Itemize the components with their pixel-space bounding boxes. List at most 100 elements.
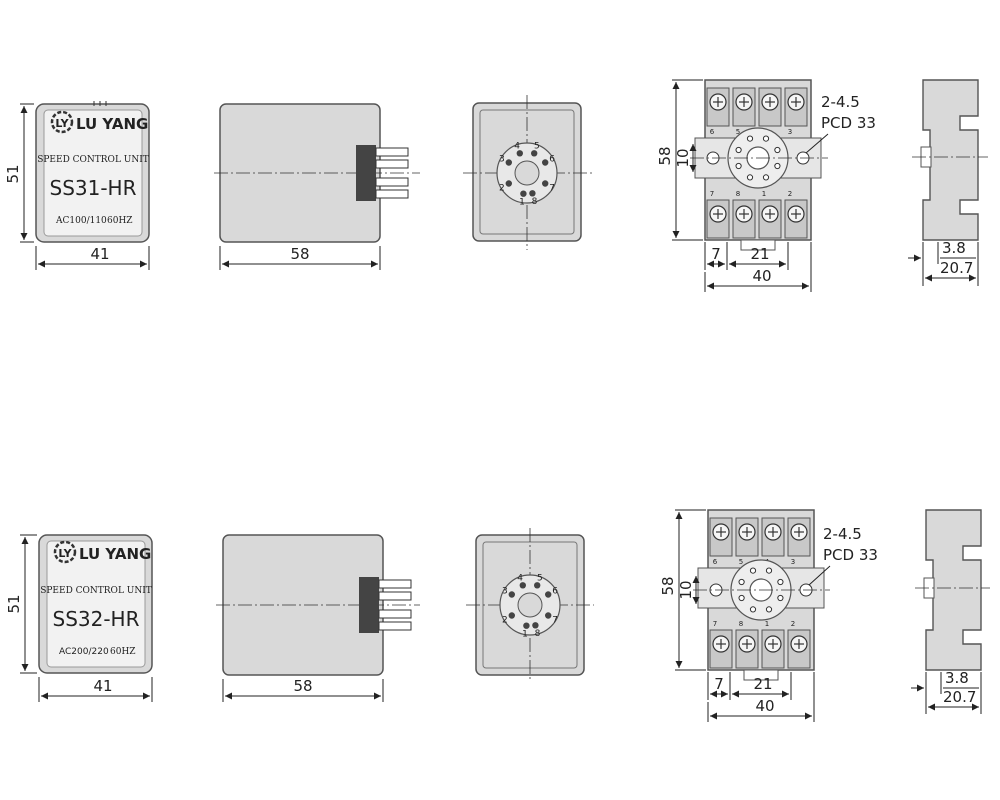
base-pin [519, 582, 526, 589]
socket-pin-hole [774, 146, 781, 154]
front-label-panel [46, 540, 146, 668]
pin-number: 1 [519, 198, 525, 208]
terminal-group: 65437812 [706, 87, 808, 239]
socket-hole-group [735, 135, 781, 181]
front-width-dim: 41 [93, 677, 112, 695]
base-pin [520, 190, 527, 197]
pin-number: 7 [552, 616, 558, 626]
side-pin-block [359, 577, 379, 633]
logo-icon: LY [50, 110, 74, 134]
socket-pitch-dim: 21 [750, 245, 769, 263]
rail-small-dim: 3.8 [945, 669, 969, 687]
octal-key-hub [517, 592, 543, 618]
base-pin [542, 180, 549, 187]
product-line: SPEED CONTROL UNIT [37, 155, 149, 165]
socket-center-dim: 10 [677, 580, 695, 599]
rail-width-dim: 20.7 [943, 688, 976, 706]
hole-note-1: 2-4.5 [823, 525, 862, 543]
base-pin [508, 612, 515, 619]
voltage-rating: AC100/110 [55, 216, 107, 226]
base-pin [508, 591, 515, 598]
socket-pin-hole [738, 594, 745, 602]
side-pin [378, 579, 412, 589]
socket-pin-hole [749, 606, 757, 613]
pin-number: 2 [499, 184, 505, 194]
hole-note-2: PCD 33 [823, 546, 878, 564]
pin-number: 5 [537, 574, 543, 584]
side-view: 58 [216, 534, 420, 702]
logo-letters: LY [58, 547, 72, 560]
side-pin-block [356, 145, 376, 201]
base-pin [545, 612, 552, 619]
side-view: 58 [214, 103, 420, 270]
rail-profile [922, 79, 979, 241]
socket-pin-hole [738, 578, 745, 586]
socket-pin-hole [735, 146, 742, 154]
socket-hole-group [738, 567, 784, 613]
frequency-rating: 60HZ [107, 216, 133, 226]
rail-width-dim: 20.7 [940, 259, 973, 277]
side-pin [378, 591, 412, 601]
pin-number: 5 [534, 142, 540, 152]
pin-number: 6 [552, 587, 558, 597]
terminal-number: 3 [788, 128, 792, 136]
socket-pin-hole [762, 135, 770, 142]
front-width-dim: 41 [90, 245, 109, 263]
socket-pin-hole [774, 162, 781, 170]
pin-number: 6 [549, 155, 555, 165]
side-pin [375, 159, 409, 169]
terminal-number: 2 [788, 190, 792, 198]
brand-name: LU YANG [79, 545, 151, 563]
front-height-dim: 51 [5, 594, 23, 613]
socket-height-dim: 58 [656, 146, 674, 165]
pin-number: 7 [549, 184, 555, 194]
pin-number: 1 [522, 630, 528, 640]
logo-icon: LY [53, 540, 77, 564]
front-height-dim: 51 [4, 164, 22, 183]
terminal-number: 1 [765, 620, 769, 628]
socket-width-dim: 40 [752, 267, 771, 285]
base-pin [542, 159, 549, 166]
terminal-number: 7 [713, 620, 717, 628]
socket-view: 65437812 2-4.5 PCD 33 58 10 [656, 79, 876, 292]
side-pin [378, 621, 412, 631]
frequency-rating: 60HZ [110, 647, 136, 657]
rail-side-view: 3.8 20.7 [911, 509, 990, 714]
terminal-number: 1 [762, 190, 766, 198]
product-line: SPEED CONTROL UNIT [40, 586, 152, 596]
octal-key-hub [514, 160, 540, 186]
side-pin [375, 177, 409, 187]
terminal-number: 5 [739, 558, 743, 566]
leader-line [808, 565, 831, 586]
model-number: SS31-HR [50, 176, 137, 200]
front-view: LY LU YANG SPEED CONTROL UNIT SS32-HR AC… [5, 534, 153, 702]
pin-number: 3 [502, 587, 508, 597]
front-view: LY LU YANG SPEED CONTROL UNIT SS31-HR AC… [4, 101, 150, 270]
pin-number: 4 [514, 142, 520, 152]
logo-letters: LY [55, 117, 69, 130]
terminal-group: 65437812 [709, 517, 811, 669]
socket-pin-hole [765, 606, 773, 613]
brand-name: LU YANG [76, 115, 148, 133]
socket-pin-hole [746, 135, 754, 142]
product-row-1: LY LU YANG SPEED CONTROL UNIT SS31-HR AC… [4, 79, 988, 292]
socket-pitch-dim: 21 [753, 675, 772, 693]
rail-small-dim: 3.8 [942, 239, 966, 257]
base-pin [531, 150, 538, 157]
side-pin [378, 609, 412, 619]
socket-pin-hole [746, 174, 754, 181]
base-pin [505, 159, 512, 166]
rail-profile [925, 509, 982, 671]
base-pin [529, 190, 536, 197]
hole-note-1: 2-4.5 [821, 93, 860, 111]
product-row-2: LY LU YANG SPEED CONTROL UNIT SS32-HR AC… [5, 509, 990, 722]
din-clip [743, 669, 779, 681]
base-pin [532, 622, 539, 629]
side-pin [375, 189, 409, 199]
rail-side-view: 3.8 20.7 [908, 79, 988, 286]
